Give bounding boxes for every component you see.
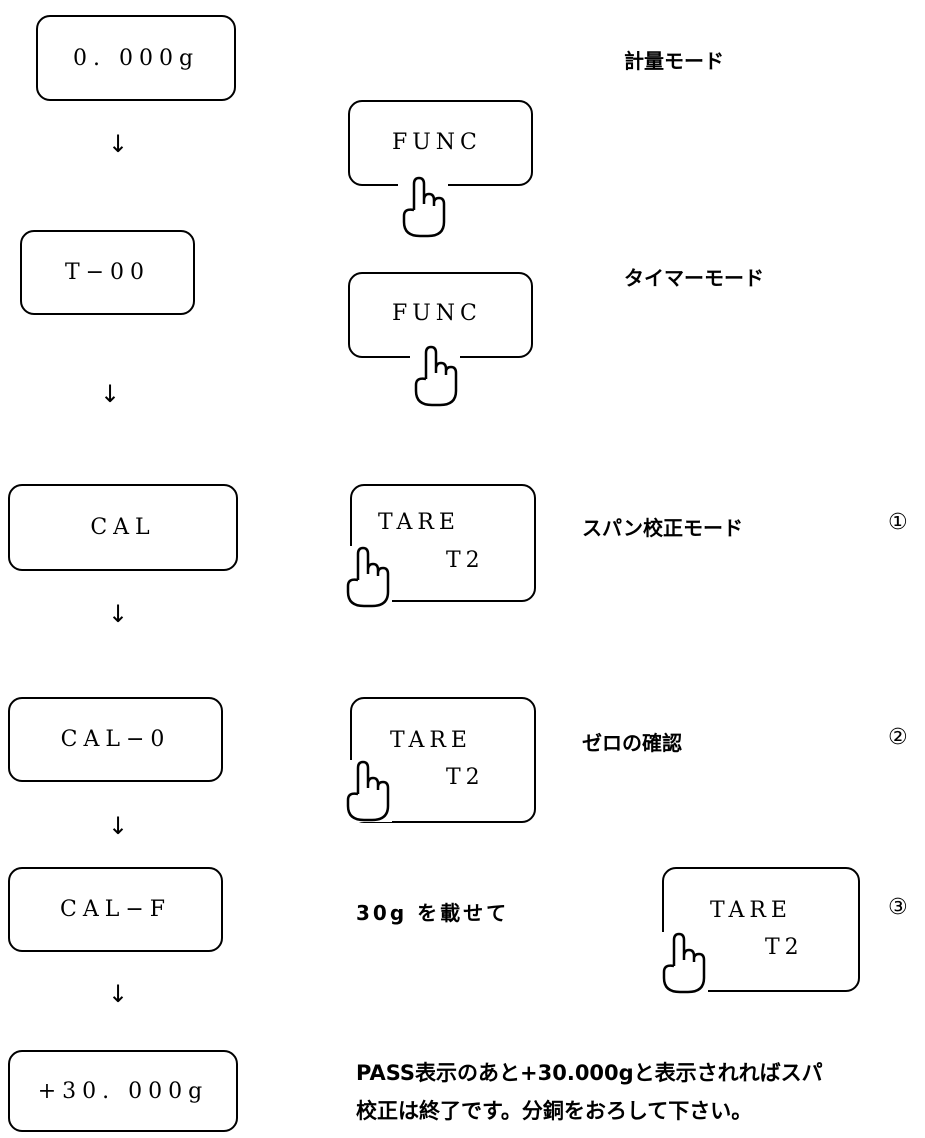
pointing-hand-icon [398, 176, 448, 238]
display-weigh-mode: 0. 000g [36, 15, 236, 101]
step-number: ① [888, 510, 908, 535]
span-cal-mode-label: スパン校正モード [582, 516, 743, 540]
pointing-hand-icon [342, 546, 392, 608]
step-number: ③ [888, 895, 908, 920]
t2-key-label: T2 [446, 548, 485, 573]
pointing-hand-icon [342, 760, 392, 822]
pointing-hand-icon [410, 345, 460, 407]
t2-key-label: T2 [446, 765, 485, 790]
func-key-label: FUNC [392, 301, 482, 326]
zero-check-label: ゼロの確認 [582, 731, 682, 755]
display-cal-0: CAL−0 [8, 697, 223, 782]
display-text: 0. 000g [72, 45, 200, 71]
note-line-2: 校正は終了です。分銅をおろして下さい。 [356, 1099, 753, 1123]
t2-key-label: T2 [765, 935, 804, 960]
display-text: CAL [90, 515, 156, 540]
display-cal-mode: CAL [8, 484, 238, 571]
flow-arrow: ↓ [108, 600, 129, 628]
step-number: ② [888, 725, 908, 750]
display-text: CAL−0 [60, 727, 171, 752]
display-cal-f: CAL−F [8, 867, 223, 952]
timer-mode-label: タイマーモード [624, 266, 764, 290]
flow-arrow: ↓ [108, 130, 129, 158]
flow-arrow: ↓ [100, 380, 121, 408]
completion-note: PASS表示のあと+30.000gと表示されればスパ 校正は終了です。分銅をおろ… [356, 1054, 823, 1130]
func-key[interactable] [348, 272, 533, 358]
flow-arrow: ↓ [108, 812, 129, 840]
display-result: +30. 000g [8, 1050, 238, 1132]
func-key-label: FUNC [392, 130, 482, 155]
display-timer-mode: T−00 [20, 230, 195, 315]
tare-key-label: TARE [710, 898, 792, 923]
note-line-1: PASS表示のあと+30.000gと表示されればスパ [356, 1061, 823, 1085]
weigh-mode-label: 計量モード [624, 49, 724, 73]
display-text: T−00 [64, 260, 151, 285]
pointing-hand-icon [658, 932, 708, 994]
display-text: +30. 000g [37, 1078, 209, 1104]
flow-arrow: ↓ [108, 980, 129, 1008]
display-text: CAL−F [59, 897, 172, 922]
func-key[interactable] [348, 100, 533, 186]
tare-key-label: TARE [378, 510, 460, 535]
load-weight-label: 30g を載せて [356, 901, 510, 925]
tare-key-label: TARE [390, 728, 472, 753]
